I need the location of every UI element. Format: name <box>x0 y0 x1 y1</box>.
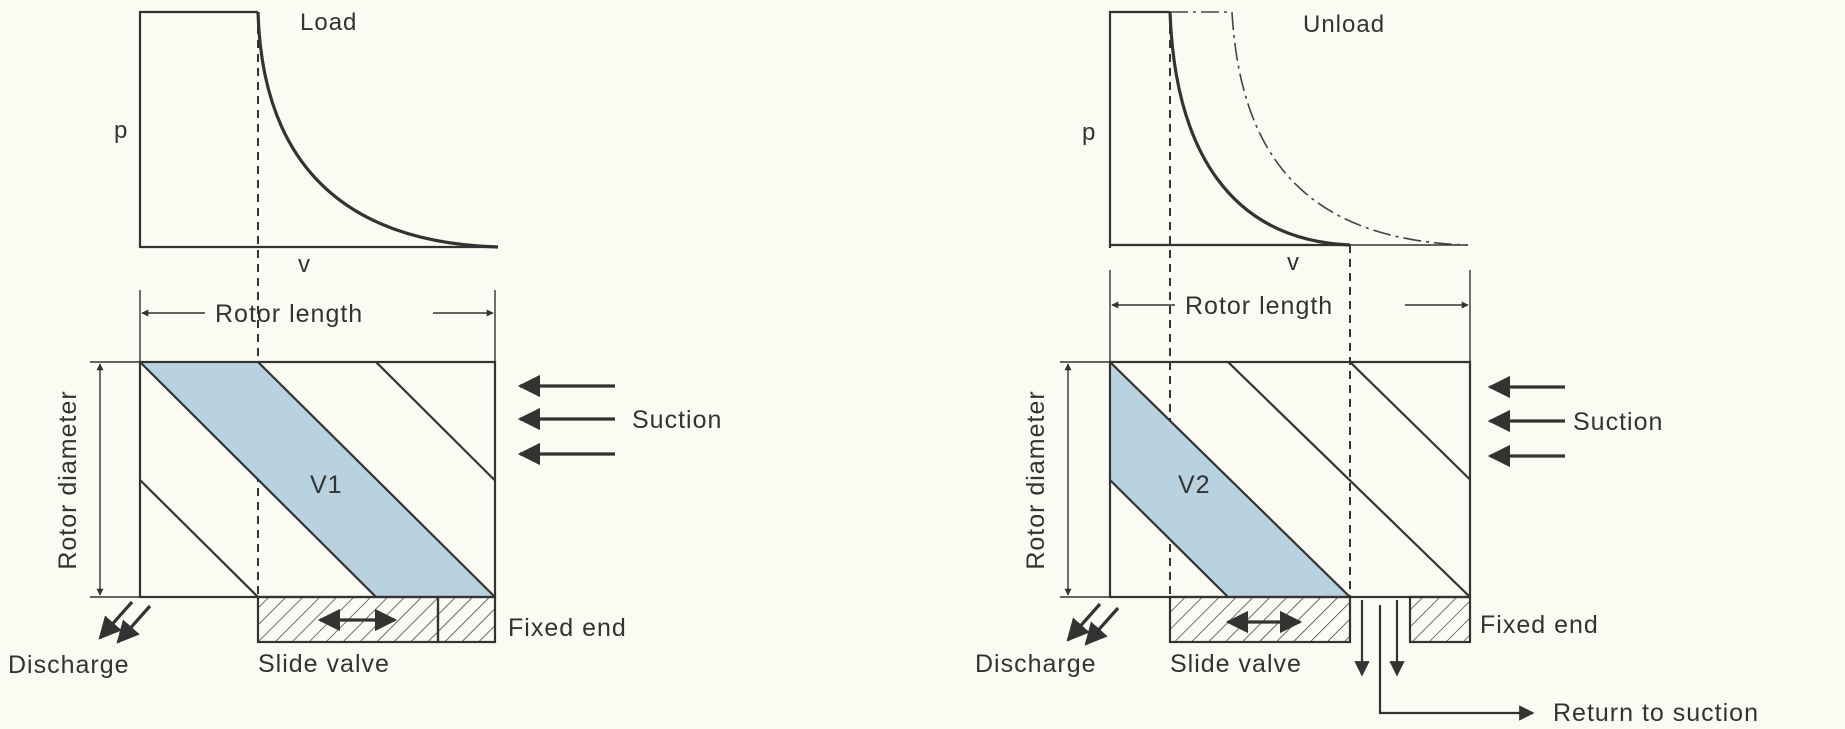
unload-suction-label: Suction <box>1573 408 1663 436</box>
load-fixed-end: Fixed end <box>436 595 627 644</box>
unload-pv-axes <box>1108 10 1170 248</box>
unload-discharge-label: Discharge <box>975 650 1097 678</box>
load-volume-label: V1 <box>310 471 343 499</box>
unload-p-axis-label: p <box>1082 119 1096 146</box>
load-slide-valve-label: Slide valve <box>258 650 390 678</box>
load-title: Load <box>300 9 357 36</box>
load-p-axis-label: p <box>114 117 128 144</box>
unload-rotor-length-label: Rotor length <box>1185 292 1333 320</box>
load-fixed-end-label: Fixed end <box>508 614 627 642</box>
unload-volume-label: V2 <box>1178 471 1211 499</box>
load-rotor: V1 <box>138 360 497 599</box>
load-trapped-volume <box>140 362 495 597</box>
unload-return-to-suction-label: Return to suction <box>1553 699 1759 727</box>
unload-suction-arrows: Suction <box>1487 375 1663 468</box>
load-v-axis-label: v <box>298 251 311 278</box>
load-pv-diagram: Load p v <box>114 9 499 600</box>
load-suction-arrows: Suction <box>517 374 722 466</box>
unload-full-load-curve <box>1231 11 1469 246</box>
unload-rotor: V2 <box>1108 360 1472 599</box>
unload-compression-curve <box>1168 11 1351 247</box>
load-rotor-length-label: Rotor length <box>215 300 363 328</box>
load-rotor-length-dimension: Rotor length <box>139 290 496 362</box>
load-panel: Load p v Rotor length Rotor diameter <box>8 9 722 679</box>
unload-fixed-end-label: Fixed end <box>1480 611 1599 639</box>
unload-slide-valve-label: Slide valve <box>1170 650 1302 678</box>
load-pv-axes <box>138 10 258 248</box>
unload-fixed-end: Fixed end <box>1408 595 1599 644</box>
unload-rotor-diameter-dimension: Rotor diameter <box>1022 361 1110 598</box>
unload-title: Unload <box>1303 11 1385 38</box>
unload-discharge-arrows: Discharge <box>975 602 1120 678</box>
unload-return-to-suction: Return to suction <box>1354 600 1759 727</box>
load-suction-label: Suction <box>632 406 722 434</box>
unload-rotor-length-dimension: Rotor length <box>1109 270 1471 362</box>
unload-v-axis-label: v <box>1287 249 1300 276</box>
load-rotor-diameter-label: Rotor diameter <box>54 390 82 569</box>
load-compression-curve <box>256 11 499 249</box>
load-discharge-arrows: Discharge <box>8 600 152 679</box>
unload-panel: Unload p v Rotor length Rotor diameter <box>975 10 1759 727</box>
load-rotor-diameter-dimension: Rotor diameter <box>54 361 140 598</box>
unload-rotor-diameter-label: Rotor diameter <box>1022 390 1050 569</box>
unload-slide-valve: Slide valve <box>1168 595 1352 678</box>
load-discharge-label: Discharge <box>8 651 130 679</box>
load-slide-valve: Slide valve <box>256 595 440 678</box>
